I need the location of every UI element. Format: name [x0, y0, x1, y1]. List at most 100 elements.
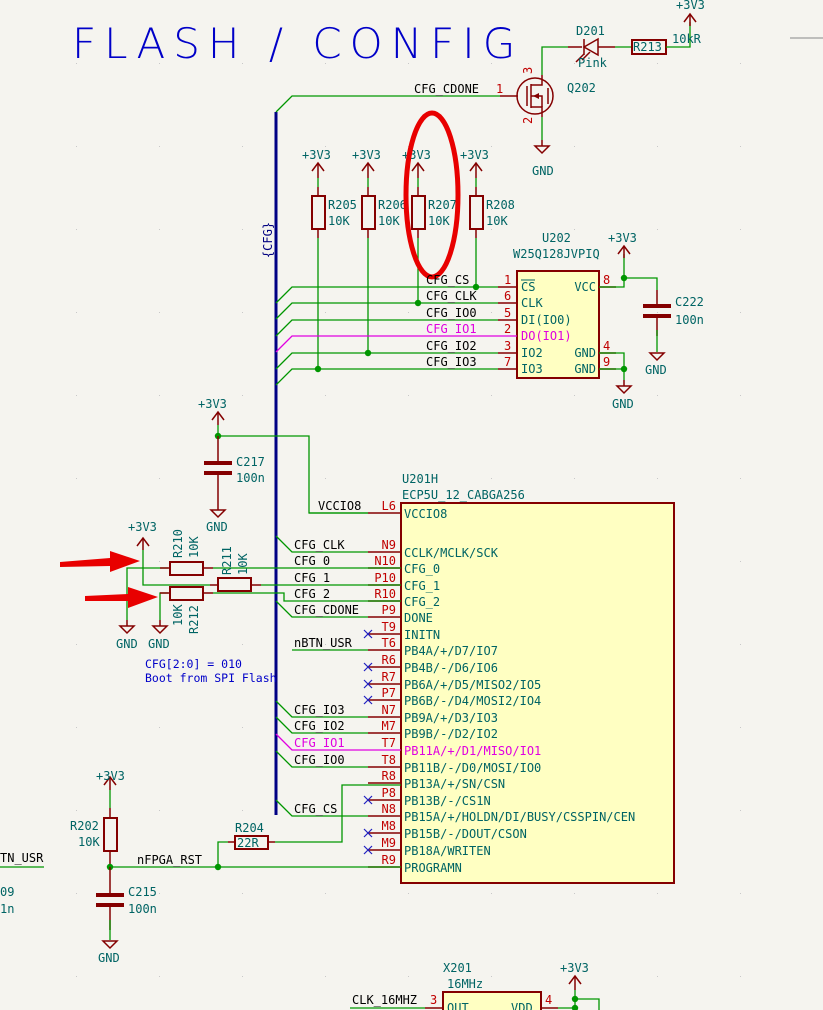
pin-number: 5 — [504, 306, 511, 320]
svg-text:+3V3: +3V3 — [676, 0, 705, 12]
bus-entry-wire — [275, 352, 498, 370]
grid-dot — [408, 478, 409, 479]
grid-dot — [159, 229, 160, 230]
pin-number: M9 — [382, 836, 396, 850]
pin-name: PB4A/+/D7/IO7 — [404, 644, 498, 658]
grid-dot — [242, 893, 243, 894]
pin-number: P10 — [374, 571, 396, 585]
grid-dot — [491, 976, 492, 977]
grid-dot — [491, 395, 492, 396]
r204-value: 22R — [237, 836, 259, 850]
net-label-nfpga-rst: nFPGA_RST — [137, 853, 202, 867]
net-label: CFG_CDONE — [294, 603, 359, 617]
grid-dot — [408, 976, 409, 977]
svg-text:+3V3: +3V3 — [560, 961, 589, 975]
u202-power: +3V3 C222 100n GND GND — [599, 231, 704, 411]
net-label-cfg-cdone-top: CFG_CDONE — [414, 82, 479, 96]
u202-ref: U202 — [542, 231, 571, 245]
bus-entry-wire — [275, 716, 368, 734]
pin-number: 2 — [504, 322, 511, 336]
c215-value: 100n — [128, 902, 157, 916]
x201-oscillator: X201 16MHz OUT VDD CLK_16MHZ 3 4 +3V3 — [350, 961, 600, 1010]
pin-number: R8 — [382, 769, 396, 783]
grid-dot — [242, 561, 243, 562]
q202-pin-gate: 1 — [496, 82, 503, 96]
resistor-r212-icon — [169, 586, 204, 601]
r210-ref: R210 — [171, 529, 185, 558]
d201-value: Pink — [578, 56, 608, 70]
grid-dot — [574, 63, 575, 64]
svg-text:+3V3: +3V3 — [128, 520, 157, 534]
grid-dot — [76, 976, 77, 977]
grid-dot — [491, 478, 492, 479]
grid-dot — [657, 229, 658, 230]
pin-number: T8 — [382, 753, 396, 767]
pin-name: CCLK/MCLK/SCK — [404, 546, 499, 560]
x201-ref: X201 — [443, 961, 472, 975]
grid-dot — [325, 63, 326, 64]
u202-value: W25Q128JVPIQ — [513, 247, 600, 261]
pin-name: CS — [521, 280, 535, 294]
net-label: CFG_CS — [426, 273, 469, 287]
svg-text:GND: GND — [148, 637, 170, 651]
pwr-symbol-r202: +3V3 — [96, 769, 125, 790]
grid-dot — [159, 395, 160, 396]
pullup-value: 10K — [428, 214, 450, 228]
gnd-symbol-u202: GND — [612, 380, 634, 411]
u202-body — [516, 270, 600, 379]
net-label: CFG_0 — [294, 554, 330, 568]
grid-dot — [325, 644, 326, 645]
pullup-ref: R208 — [486, 198, 515, 212]
pin-name: PB13B/-/CS1N — [404, 794, 491, 808]
pin-number: 9 — [603, 355, 610, 369]
bus-entry-wire — [275, 700, 368, 718]
net-label: CFG_IO2 — [294, 719, 345, 733]
pin-name: CFG_2 — [404, 595, 440, 609]
svg-text:4: 4 — [545, 993, 552, 1007]
grid-dot — [574, 478, 575, 479]
net-label-nbtn-usr-partial: TN_USR — [0, 851, 44, 865]
gnd-symbol-c217: GND — [206, 500, 228, 534]
cfg-note-line-2: Boot from SPI Flash — [145, 671, 277, 685]
net-label: CFG_CS — [294, 802, 337, 816]
r202-value: 10K — [78, 835, 100, 849]
pin-number: T9 — [382, 620, 396, 634]
q202-pin-drain: 3 — [521, 67, 535, 74]
grid-dot — [657, 395, 658, 396]
mosfet-q202-icon — [516, 77, 554, 115]
grid-dot — [740, 146, 741, 147]
grid-dot — [242, 395, 243, 396]
svg-text:+3V3: +3V3 — [198, 397, 227, 411]
grid-dot — [242, 312, 243, 313]
pin-name: PB15A/+/HOLDN/DI/BUSY/CSSPIN/CEN — [404, 810, 635, 824]
gnd-icon — [101, 940, 119, 950]
net-label: CFG_1 — [294, 571, 330, 585]
pin-name: CFG_1 — [404, 579, 440, 593]
pin-number: N10 — [374, 554, 396, 568]
grid-dot — [159, 644, 160, 645]
r211-value: 10K — [236, 553, 250, 575]
net-label: VCCIO8 — [318, 499, 361, 513]
c215-ref: C215 — [128, 885, 157, 899]
grid-dot — [242, 229, 243, 230]
grid-dot — [408, 395, 409, 396]
grid-dot — [159, 561, 160, 562]
grid-dot — [740, 229, 741, 230]
pwr-symbol-c217: +3V3 — [198, 397, 227, 425]
pin-number: R6 — [382, 653, 396, 667]
net-label: CFG_2 — [294, 587, 330, 601]
